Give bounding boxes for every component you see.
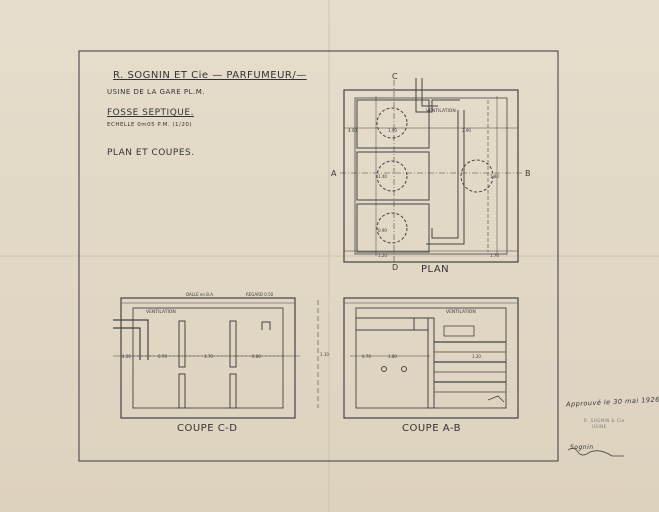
marker-d: D xyxy=(392,263,398,272)
plan-view xyxy=(340,78,522,263)
svg-text:1.20: 1.20 xyxy=(378,253,387,258)
marker-a: A xyxy=(331,169,337,178)
svg-text:0.80: 0.80 xyxy=(252,354,261,359)
ab-vent xyxy=(413,318,424,331)
svg-text:4.00: 4.00 xyxy=(348,128,357,133)
svg-text:DALLE en B.A.: DALLE en B.A. xyxy=(186,292,214,297)
drawing-border xyxy=(78,50,559,462)
signature-scribble xyxy=(567,448,624,457)
svg-text:1.80: 1.80 xyxy=(490,174,499,179)
svg-text:2.90: 2.90 xyxy=(462,128,471,133)
marker-b: B xyxy=(525,169,531,178)
cd-dimensions: DALLE en B.A. REGARD 0.50 VENTILATION 4.… xyxy=(122,292,329,359)
svg-text:0.90: 0.90 xyxy=(378,228,387,233)
plan-pipe xyxy=(431,110,459,239)
svg-text:4.00: 4.00 xyxy=(122,354,131,359)
plan-dimensions: 1.90 2.90 1.20 1.70 1.40 1.80 0.90 4.00 … xyxy=(348,108,499,258)
ab-inner-wall xyxy=(355,307,507,409)
ab-divider xyxy=(427,317,435,409)
plan-chamber-2 xyxy=(356,151,430,201)
drawing-scale: ECHELLE 0m05 P.M. (1/20) xyxy=(107,122,192,128)
section-ab-label: COUPE A-B xyxy=(402,423,461,434)
cd-baffle-1 xyxy=(178,320,186,368)
cd-outlet xyxy=(261,321,271,330)
stamp-line-2: USINE xyxy=(592,424,607,429)
cd-inner-wall xyxy=(132,307,284,409)
svg-text:0.70: 0.70 xyxy=(362,354,371,359)
svg-text:1.90: 1.90 xyxy=(388,128,397,133)
plan-inner-wall xyxy=(354,97,508,255)
marker-c: C xyxy=(392,72,398,81)
plan-manhole-1 xyxy=(376,107,408,139)
factory-name: USINE DE LA GARE PL.M. xyxy=(107,88,205,96)
stamp-line-1: R. SOGNIN & Cie xyxy=(584,418,625,423)
plan-label: PLAN xyxy=(421,264,450,275)
section-markers: C D A B xyxy=(331,72,531,272)
ab-outer-wall xyxy=(343,297,519,419)
svg-text:1.40: 1.40 xyxy=(378,174,387,179)
section-ab-view xyxy=(343,297,519,419)
svg-text:VENTILATION: VENTILATION xyxy=(426,108,456,114)
svg-text:1.70: 1.70 xyxy=(490,253,499,258)
svg-text:1.20: 1.20 xyxy=(472,354,481,359)
svg-text:VENTILATION: VENTILATION xyxy=(146,309,176,315)
company-name: R. SOGNIN ET Cie — PARFUMEUR/— xyxy=(113,70,307,81)
svg-text:1.10: 1.10 xyxy=(320,352,329,357)
svg-text:1.70: 1.70 xyxy=(204,354,213,359)
svg-text:REGARD 0.50: REGARD 0.50 xyxy=(246,292,274,297)
plan-outer-wall xyxy=(343,89,519,263)
ab-hole-1 xyxy=(381,366,387,372)
svg-text:1.80: 1.80 xyxy=(388,354,397,359)
section-cd-label: COUPE C-D xyxy=(177,423,238,434)
svg-text:VENTILATION: VENTILATION xyxy=(446,309,476,315)
cd-baffle-2 xyxy=(229,320,237,368)
plan-chamber-3 xyxy=(356,203,430,253)
plan-manhole-3 xyxy=(376,212,408,244)
views-title: PLAN ET COUPES. xyxy=(107,148,195,158)
section-cd-view xyxy=(113,297,319,419)
cd-inlet-pipe xyxy=(113,319,149,360)
plan-vent-duct xyxy=(415,78,460,113)
ab-dimensions: VENTILATION 1.80 1.20 0.70 xyxy=(362,309,481,359)
cd-outer-wall xyxy=(120,297,296,419)
svg-text:0.70: 0.70 xyxy=(158,354,167,359)
plan-manhole-2 xyxy=(376,160,408,192)
approval-signature: Sognin xyxy=(570,444,594,451)
plan-manhole-4 xyxy=(460,159,494,193)
ab-hole-2 xyxy=(401,366,407,372)
plan-chamber-1 xyxy=(356,99,430,149)
drawing-subject: FOSSE SEPTIQUE. xyxy=(107,108,194,118)
